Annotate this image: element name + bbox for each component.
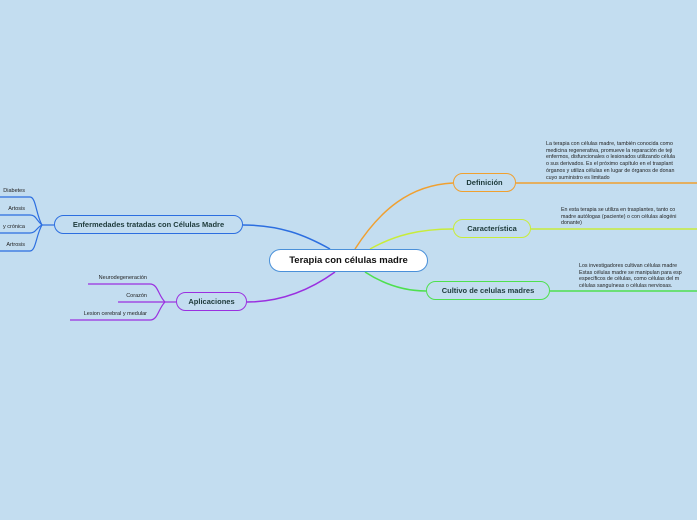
topic-aplicaciones[interactable]: Aplicaciones (176, 292, 247, 311)
leaf-corazon[interactable]: Corazón (126, 293, 147, 299)
central-topic[interactable]: Terapia con células madre (269, 249, 428, 272)
definicion-description: La terapia con células madre, también co… (546, 141, 675, 181)
topic-cultivo[interactable]: Cultivo de celulas madres (426, 281, 550, 300)
topic-cultivo-label: Cultivo de celulas madres (441, 286, 535, 295)
caracteristica-description: En esta terapia se utiliza en trasplante… (561, 207, 677, 227)
leaf-cronica[interactable]: y crónica (2, 224, 25, 230)
leaf-diabetes[interactable]: Diabetes (3, 188, 25, 194)
topic-caracteristica-label: Característica (467, 224, 517, 233)
cultivo-description: Los investigadores cultivan células madr… (579, 263, 682, 290)
topic-enfermedades[interactable]: Enfermedades tratadas con Células Madre (54, 215, 243, 234)
topic-definicion-label: Definición (466, 178, 503, 187)
topic-enfermedades-label: Enfermedades tratadas con Células Madre (72, 220, 225, 229)
central-topic-label: Terapia con células madre (289, 255, 408, 266)
leaf-artosis[interactable]: Artosis (8, 206, 25, 212)
topic-aplicaciones-label: Aplicaciones (188, 297, 235, 306)
leaf-lesion[interactable]: Lesion cerebral y medular (83, 311, 147, 317)
topic-caracteristica[interactable]: Característica (453, 219, 531, 238)
leaf-neurodegeneracion[interactable]: Neurodegeneración (98, 275, 147, 281)
leaf-artrosis[interactable]: Artrosis (6, 242, 25, 248)
topic-definicion[interactable]: Definición (453, 173, 516, 192)
